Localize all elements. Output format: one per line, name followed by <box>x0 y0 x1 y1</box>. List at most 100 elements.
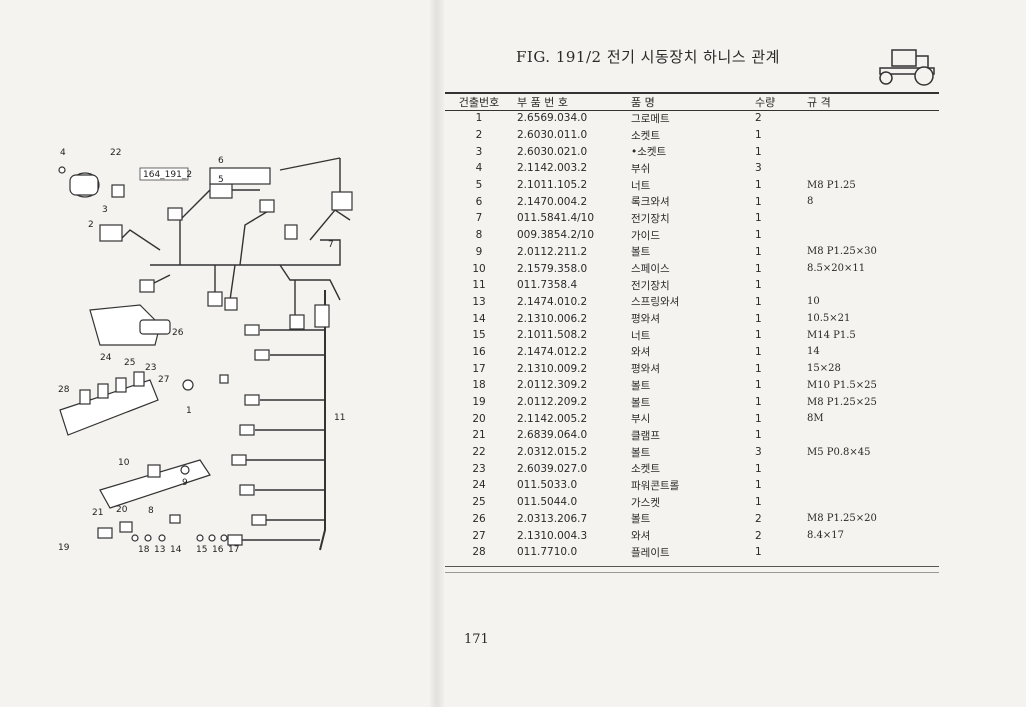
specification-cell <box>807 277 939 294</box>
part-name-cell: •소켓트 <box>631 146 667 159</box>
part-name-cell: 볼트 <box>631 246 651 259</box>
part-name-cell: 전기장치 <box>631 212 670 225</box>
quantity-cell: 1 <box>755 195 762 208</box>
callout-6: 6 <box>218 156 224 166</box>
specification-cell: 14 <box>807 346 820 358</box>
callout-2: 2 <box>88 220 94 230</box>
item-number-cell: 2 <box>475 129 483 142</box>
item-number-cell: 26 <box>472 512 486 525</box>
part-name-cell: 전기장치 <box>631 279 670 292</box>
quantity-cell: 1 <box>755 179 762 192</box>
quantity-cell: 2 <box>755 529 762 542</box>
callout-13: 13 <box>154 545 165 555</box>
callout-11: 11 <box>334 413 345 423</box>
callout-24: 24 <box>100 353 112 363</box>
part-number-cell: 2.6569.034.0 <box>517 112 588 125</box>
specification-cell: 8.5×20×11 <box>807 263 866 275</box>
item-number-cell: 25 <box>472 496 486 509</box>
part-name-cell: 가이드 <box>631 229 660 242</box>
part-name-cell: 클램프 <box>631 429 660 442</box>
quantity-cell: 1 <box>755 462 762 475</box>
part-number-cell: 2.1011.105.2 <box>517 179 588 192</box>
callout-3: 3 <box>102 205 108 215</box>
part-number-cell: 011.5841.4/10 <box>517 212 595 225</box>
quantity-cell: 1 <box>755 245 762 258</box>
part-number-cell: 2.1310.006.2 <box>517 312 588 325</box>
quantity-cell: 1 <box>755 429 762 442</box>
item-number-cell: 28 <box>472 546 486 559</box>
specification-cell <box>807 477 939 494</box>
item-number-cell: 17 <box>472 362 486 375</box>
quantity-cell: 1 <box>755 496 762 509</box>
item-number-cell: 22 <box>472 446 486 459</box>
callout-4: 4 <box>60 148 66 158</box>
bottom-rule <box>445 566 939 567</box>
part-number-cell: 2.6039.027.0 <box>517 462 588 475</box>
part-number-cell: 011.5033.0 <box>517 479 578 492</box>
part-name-cell: 소켓트 <box>631 129 660 142</box>
part-name-cell: 부시 <box>631 413 651 426</box>
quantity-cell: 1 <box>755 379 762 392</box>
item-number-cell: 7 <box>475 212 483 225</box>
header-part-name: 품 명 <box>631 95 655 109</box>
quantity-cell: 2 <box>755 512 762 525</box>
specification-cell <box>807 427 939 444</box>
part-number-cell: 2.1579.358.0 <box>517 262 588 275</box>
callout-20: 20 <box>116 505 128 515</box>
quantity-cell: 1 <box>755 145 762 158</box>
item-number-cell: 13 <box>472 295 486 308</box>
part-name-cell: 그로메트 <box>631 112 670 125</box>
part-number-cell: 2.1474.012.2 <box>517 345 588 358</box>
header-quantity: 수량 <box>755 95 776 109</box>
part-name-cell: 부쉬 <box>631 162 651 175</box>
page-number: 171 <box>464 632 489 647</box>
quantity-cell: 1 <box>755 262 762 275</box>
specification-cell <box>807 460 939 477</box>
specification-cell: 8 <box>807 196 814 208</box>
table-header-row: 건출번호 부 품 번 호 품 명 수량 규 격 <box>445 93 939 110</box>
quantity-cell: 3 <box>755 162 762 175</box>
part-number-cell: 011.7358.4 <box>517 279 578 292</box>
header-item-no: 건출번호 <box>458 95 500 109</box>
specification-cell <box>807 227 939 244</box>
quantity-cell: 1 <box>755 345 762 358</box>
part-name-cell: 너트 <box>631 179 651 192</box>
item-number-cell: 11 <box>472 279 486 292</box>
top-rule <box>445 92 939 94</box>
quantity-cell: 1 <box>755 546 762 559</box>
item-number-cell: 27 <box>472 529 486 542</box>
quantity-cell: 1 <box>755 212 762 225</box>
part-number-cell: 2.1310.009.2 <box>517 362 588 375</box>
specification-cell: M8 P1.25×25 <box>807 396 877 408</box>
quantity-cell: 1 <box>755 329 762 342</box>
part-number-cell: 2.1310.004.3 <box>517 529 588 542</box>
bottom-rule-secondary <box>445 572 939 573</box>
item-number-cell: 1 <box>475 112 483 125</box>
part-number-cell: 2.6030.011.0 <box>517 129 588 142</box>
part-name-cell: 너트 <box>631 329 651 342</box>
callout-23: 23 <box>145 363 156 373</box>
part-number-cell: 2.0112.209.2 <box>517 396 588 409</box>
callout-22: 22 <box>110 148 121 158</box>
item-number-cell: 3 <box>475 145 483 158</box>
specification-cell: M8 P1.25×20 <box>807 513 877 525</box>
part-name-cell: 볼트 <box>631 446 651 459</box>
quantity-cell: 1 <box>755 229 762 242</box>
callout-5: 5 <box>218 175 224 185</box>
header-part-number: 부 품 번 호 <box>517 95 568 109</box>
quantity-cell: 1 <box>755 129 762 142</box>
part-name-cell: 소켓트 <box>631 463 660 476</box>
callout-7: 7 <box>328 240 334 250</box>
table-row: 7 011.5841.4/10 전기장치 1 <box>445 210 939 227</box>
